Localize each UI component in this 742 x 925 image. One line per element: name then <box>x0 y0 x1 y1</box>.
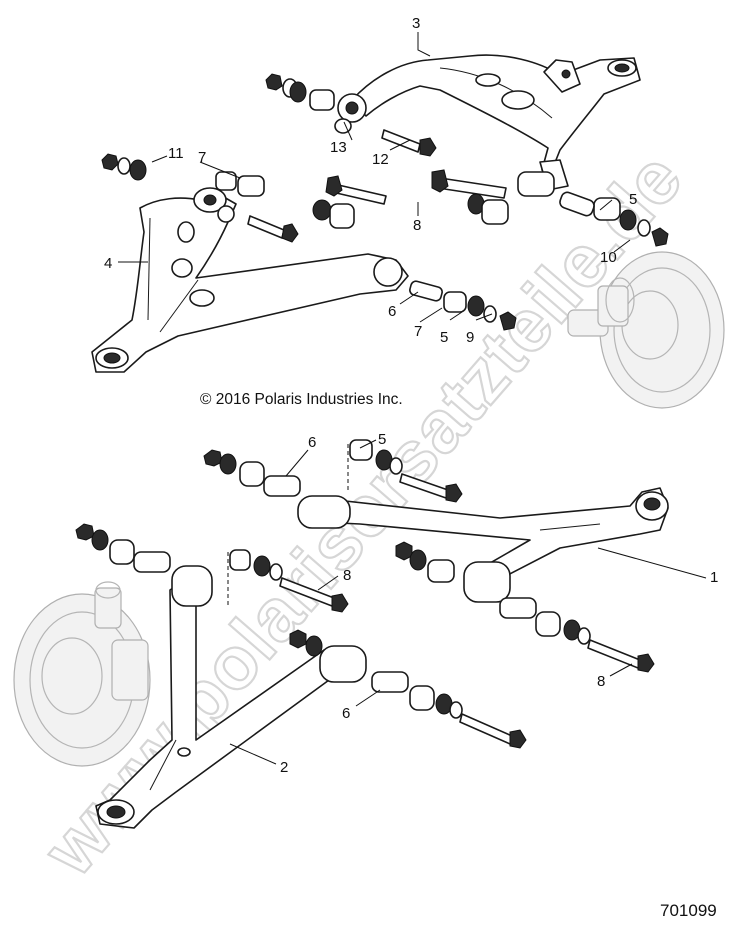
leader-lines <box>118 32 707 765</box>
callout-12: 12 <box>372 151 389 168</box>
callout-6b: 6 <box>308 434 316 451</box>
callout-4: 4 <box>104 255 112 272</box>
upper-a-arm-part-4[interactable] <box>91 187 409 373</box>
callout-8b: 8 <box>343 567 351 584</box>
ghost-hub-right <box>567 251 725 409</box>
part4-hardware <box>101 153 517 331</box>
upper-arm-hardware-left <box>265 73 437 157</box>
upper-a-arm-part-3[interactable] <box>337 54 641 191</box>
callout-11: 11 <box>168 145 184 162</box>
lower-arm-part-2[interactable] <box>95 565 367 829</box>
diagram-code: 701099 <box>660 901 717 920</box>
callout-8a: 8 <box>413 217 421 234</box>
callout-3: 3 <box>412 15 420 32</box>
part2-hardware <box>75 523 527 749</box>
callout-9: 9 <box>466 329 474 346</box>
callout-8c: 8 <box>597 673 605 690</box>
callout-6a: 6 <box>388 303 396 320</box>
callout-labels: 3 13 12 11 7 4 8 5 10 6 7 5 9 5 6 8 1 8 … <box>104 15 718 776</box>
lower-arm-part-1[interactable] <box>297 487 669 603</box>
callout-1: 1 <box>710 569 718 586</box>
callout-10: 10 <box>600 249 617 266</box>
callout-5c: 5 <box>378 431 386 448</box>
upper-arm-hardware-right <box>517 171 669 247</box>
callout-7b: 7 <box>414 323 422 340</box>
callout-13: 13 <box>330 139 347 156</box>
callout-5a: 5 <box>629 191 637 208</box>
callout-6c: 6 <box>342 705 350 722</box>
callout-5b: 5 <box>440 329 448 346</box>
part1-hardware <box>203 439 655 673</box>
copyright-notice: © 2016 Polaris Industries Inc. <box>200 391 403 408</box>
callout-2: 2 <box>280 759 288 776</box>
ghost-hub-left <box>13 581 151 767</box>
callout-7a: 7 <box>198 149 206 166</box>
